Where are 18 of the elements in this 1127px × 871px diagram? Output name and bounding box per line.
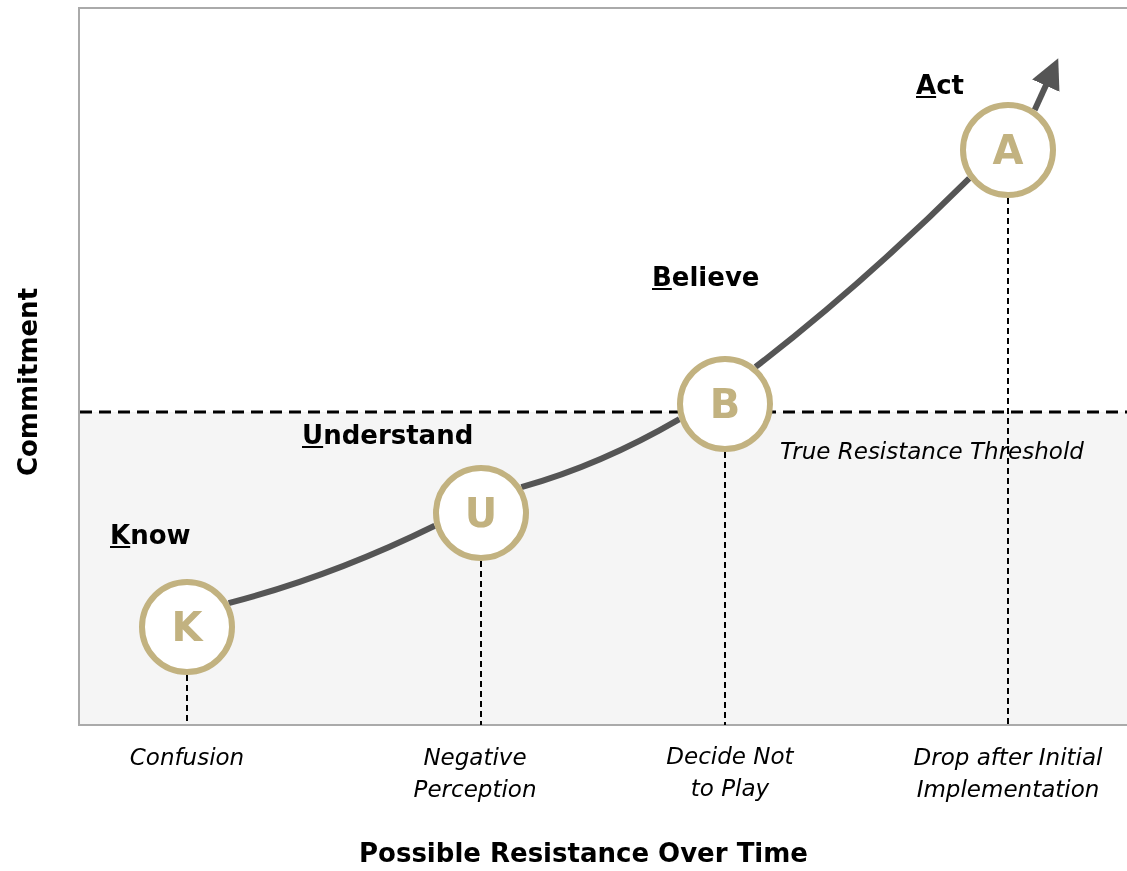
stage-label: Act <box>916 70 964 100</box>
x-axis-title: Possible Resistance Over Time <box>358 838 809 868</box>
stage-label: Understand <box>302 420 474 450</box>
leader-line <box>480 560 482 726</box>
growth-curve <box>753 176 972 370</box>
stage-label: Believe <box>652 262 760 292</box>
resistance-label: Decide Not to Play <box>655 740 805 804</box>
growth-curve <box>227 523 437 607</box>
leader-line <box>1007 197 1009 726</box>
y-axis-title: Commitment <box>13 287 43 477</box>
stage-label: Know <box>110 520 191 550</box>
threshold-label: True Resistance Threshold <box>780 438 1084 464</box>
growth-curve <box>520 416 681 490</box>
growth-arrow <box>1031 58 1060 112</box>
leader-line <box>724 451 726 726</box>
resistance-label: Confusion <box>67 741 307 773</box>
resistance-label: Negative Perception <box>390 741 560 805</box>
resistance-label: Drop after Initial Implementation <box>893 741 1123 805</box>
